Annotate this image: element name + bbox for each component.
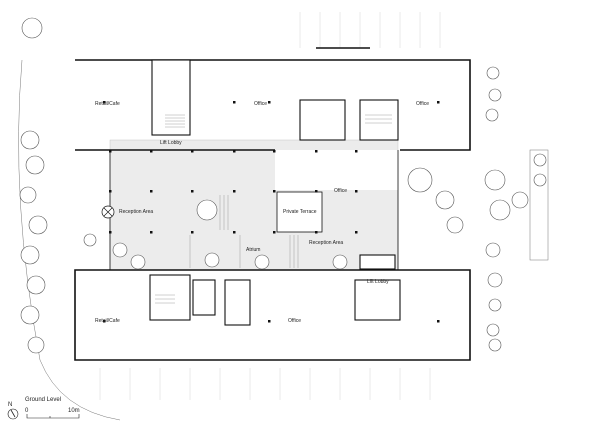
- label-reception-right: Reception Area: [309, 240, 343, 246]
- label-lift-lobby-top: Lift Lobby: [160, 140, 182, 146]
- label-retail-bottom: Retail/Cafe: [95, 318, 120, 324]
- stairs: [155, 114, 392, 304]
- label-office-center: Office: [334, 188, 347, 194]
- trees: [19, 17, 547, 354]
- label-retail-top: Retail/Cafe: [95, 101, 120, 107]
- label-private-terrace: Private Terrace: [283, 209, 317, 215]
- label-office-bottom: Office: [288, 318, 301, 324]
- scale-bar: [26, 414, 80, 419]
- site-boundary: [18, 59, 121, 421]
- north-arrow-icon: [7, 408, 19, 420]
- label-office-top-right: Office: [416, 101, 429, 107]
- adjacent-building: [529, 149, 549, 261]
- bottom-block-wall: [74, 269, 471, 361]
- private-terrace-area: [276, 191, 323, 233]
- cores: [149, 59, 401, 326]
- parking-bays: [99, 12, 441, 400]
- scale-end: 10m: [68, 408, 80, 414]
- label-reception-left: Reception Area: [119, 209, 153, 215]
- plan-title: Ground Level: [25, 397, 61, 403]
- label-lift-lobby-bottom: Lift Lobby: [367, 279, 389, 285]
- scale-start: 0: [25, 408, 29, 414]
- structural-columns: [103, 101, 440, 323]
- label-atrium: Atrium: [246, 247, 260, 253]
- label-office-top: Office: [254, 101, 267, 107]
- north-label: N: [8, 402, 12, 408]
- top-block-wall: [75, 59, 471, 151]
